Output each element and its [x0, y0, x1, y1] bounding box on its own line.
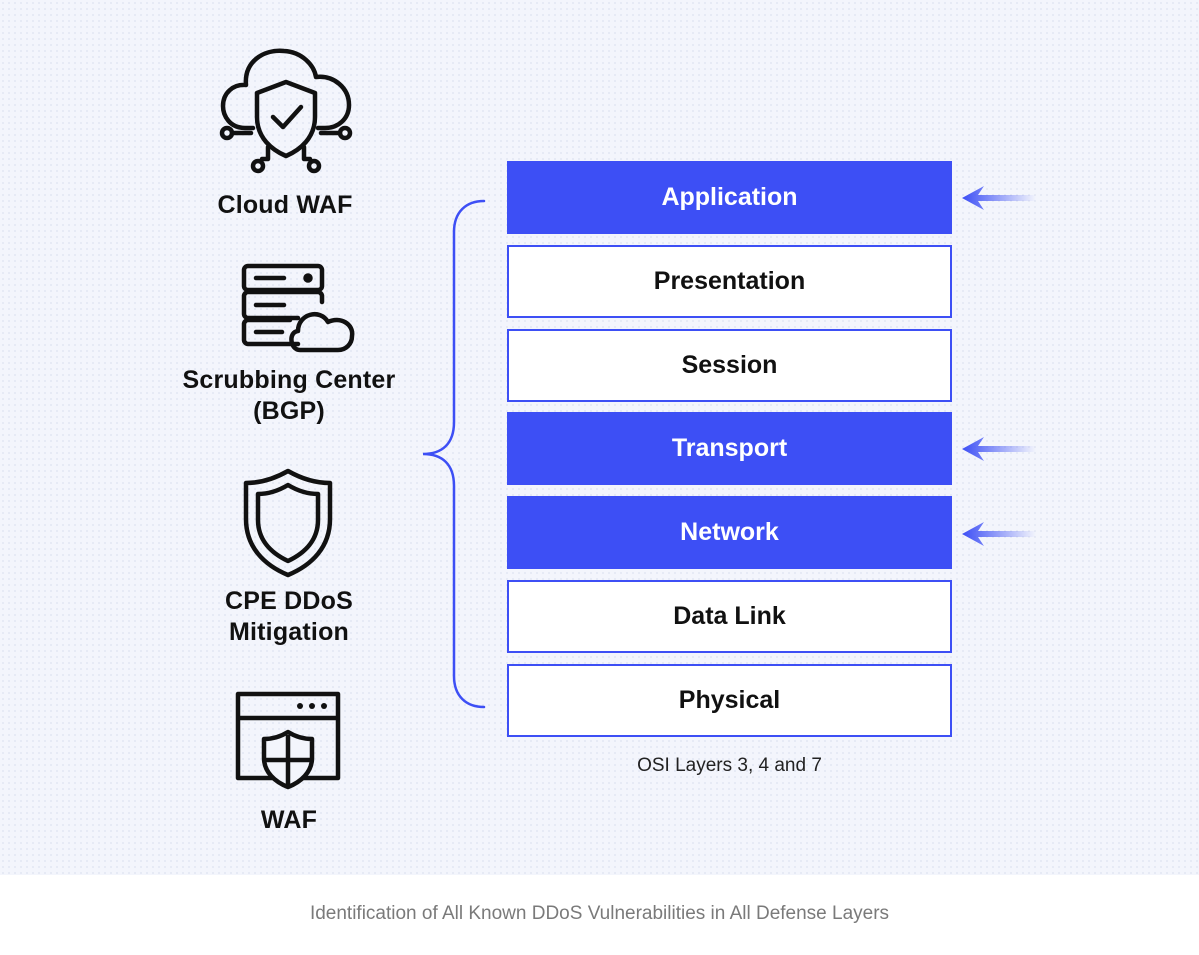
browser-shield-icon	[235, 691, 341, 790]
figure-caption: Identification of All Known DDoS Vulnera…	[309, 903, 890, 924]
layer-label: Session	[681, 351, 778, 379]
layer-label: Application	[661, 183, 798, 211]
curly-brace	[422, 199, 486, 709]
layer-label: Presentation	[653, 267, 806, 295]
arrow-left-icon	[962, 522, 1036, 546]
cloud-waf-label-line1: Cloud WAF	[217, 191, 353, 219]
layer-presentation: Presentation	[507, 245, 952, 318]
diagram-panel: Cloud WAF Scrubbing Center (BGP) CPE DDo…	[0, 0, 1199, 875]
scrubbing-center-label-line2: (BGP)	[253, 397, 325, 425]
scrubbing-center-label-line1: Scrubbing Center	[182, 366, 396, 394]
cpe-ddos-label-line2: Mitigation	[228, 618, 350, 646]
layer-session: Session	[507, 329, 952, 402]
waf-label-line1: WAF	[260, 806, 318, 834]
cpe-ddos-label-line1: CPE DDoS	[224, 587, 353, 615]
osi-caption: OSI Layers 3, 4 and 7	[637, 755, 822, 776]
layer-network: Network	[507, 496, 952, 569]
layer-label: Physical	[678, 686, 781, 714]
cloud-shield-icon	[219, 48, 353, 174]
arrow-left-icon	[962, 186, 1036, 210]
layer-label: Data Link	[673, 602, 786, 630]
waf-label: WAF	[130, 805, 448, 836]
layer-physical: Physical	[507, 664, 952, 737]
layer-transport: Transport	[507, 412, 952, 485]
scrubbing-center-label: Scrubbing Center (BGP)	[130, 365, 448, 427]
layer-label: Network	[680, 518, 779, 546]
server-cloud-icon	[241, 263, 355, 353]
cpe-ddos-label: CPE DDoS Mitigation	[130, 586, 448, 648]
layer-data-link: Data Link	[507, 580, 952, 653]
shield-icon	[243, 468, 333, 578]
cloud-waf-label: Cloud WAF	[130, 190, 440, 221]
layer-application: Application	[507, 161, 952, 234]
layer-label: Transport	[671, 434, 788, 462]
arrow-left-icon	[962, 437, 1036, 461]
